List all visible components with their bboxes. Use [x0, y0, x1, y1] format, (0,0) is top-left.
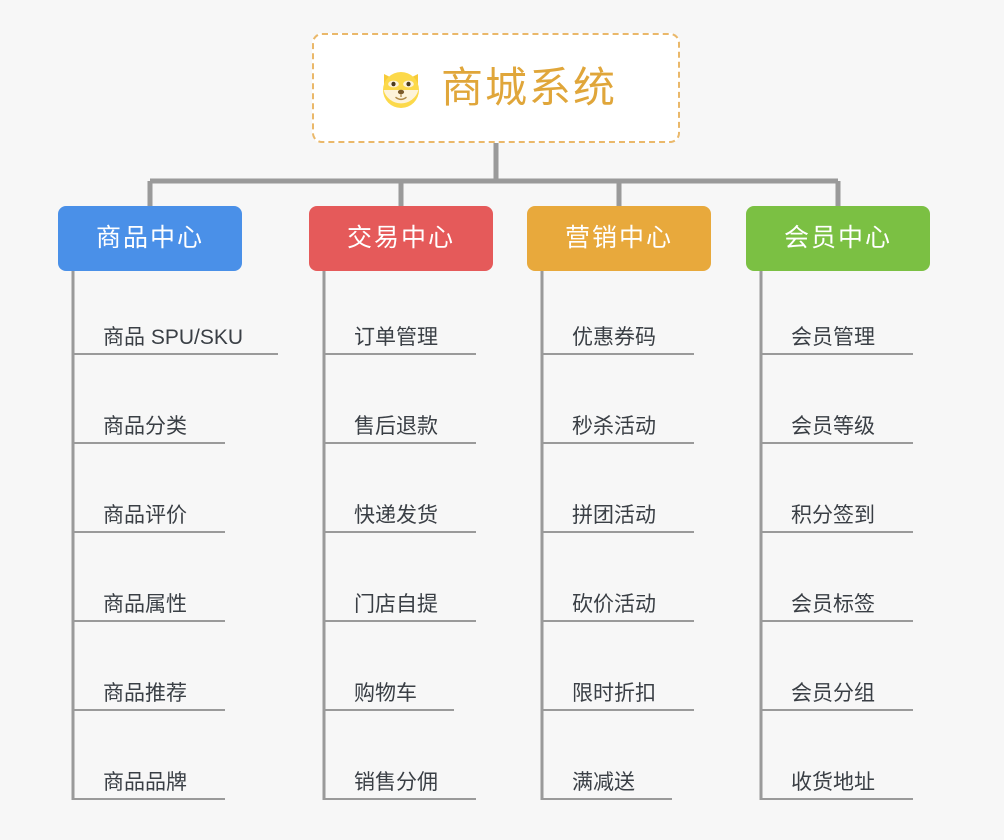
leaf-item-label: 满减送 [572, 771, 635, 794]
leaf-item-label: 砍价活动 [572, 593, 656, 616]
leaf-item[interactable]: 售后退款 [324, 404, 476, 444]
leaf-item[interactable]: 商品推荐 [73, 671, 225, 711]
root-node-shop-system[interactable]: 商城系统 [312, 33, 680, 143]
leaf-item-label: 会员标签 [791, 593, 875, 616]
leaf-item[interactable]: 商品品牌 [73, 760, 225, 800]
leaf-item[interactable]: 快递发货 [324, 493, 476, 533]
leaf-item-label: 秒杀活动 [572, 415, 656, 438]
leaf-item[interactable]: 商品 SPU/SKU [73, 315, 278, 355]
leaf-item[interactable]: 订单管理 [324, 315, 476, 355]
leaf-item[interactable]: 会员等级 [761, 404, 913, 444]
leaf-item[interactable]: 购物车 [324, 671, 454, 711]
leaf-item[interactable]: 拼团活动 [542, 493, 694, 533]
leaf-item[interactable]: 积分签到 [761, 493, 913, 533]
leaf-item-label: 门店自提 [354, 593, 438, 616]
leaf-item-label: 拼团活动 [572, 504, 656, 527]
leaf-item-label: 快递发货 [354, 504, 438, 527]
leaf-item-label: 积分签到 [791, 504, 875, 527]
leaf-item-label: 会员分组 [791, 682, 875, 705]
leaf-item-label: 会员管理 [791, 326, 875, 349]
leaf-item[interactable]: 满减送 [542, 760, 672, 800]
leaf-item-label: 商品推荐 [103, 682, 187, 705]
leaf-item[interactable]: 商品属性 [73, 582, 225, 622]
leaf-item-label: 售后退款 [354, 415, 438, 438]
leaf-item[interactable]: 会员管理 [761, 315, 913, 355]
root-title: 商城系统 [440, 64, 617, 111]
leaf-item-label: 销售分佣 [354, 771, 438, 794]
leaf-item-label: 商品评价 [103, 504, 187, 527]
leaf-item-label: 会员等级 [791, 415, 875, 438]
leaf-item[interactable]: 商品分类 [73, 404, 225, 444]
leaf-item-label: 订单管理 [354, 326, 438, 349]
dog-face-emoji-icon [375, 62, 427, 114]
leaf-item-label: 收货地址 [791, 771, 875, 794]
category-label: 营销中心 [564, 224, 673, 252]
category-node-4[interactable]: 会员中心 [746, 206, 930, 271]
category-node-1[interactable]: 商品中心 [58, 206, 242, 271]
leaf-item-label: 商品属性 [103, 593, 187, 616]
category-label: 会员中心 [783, 224, 892, 252]
category-node-2[interactable]: 交易中心 [309, 206, 493, 271]
leaf-item[interactable]: 限时折扣 [542, 671, 694, 711]
leaf-item-label: 商品分类 [103, 415, 187, 438]
leaf-item[interactable]: 门店自提 [324, 582, 476, 622]
leaf-item[interactable]: 商品评价 [73, 493, 225, 533]
leaf-item-label: 商品 SPU/SKU [103, 326, 244, 349]
leaf-item-label: 优惠券码 [572, 326, 656, 349]
leaf-item-label: 购物车 [354, 682, 417, 705]
leaf-item[interactable]: 收货地址 [761, 760, 913, 800]
leaf-item[interactable]: 优惠券码 [542, 315, 694, 355]
leaf-item[interactable]: 会员标签 [761, 582, 913, 622]
category-label: 交易中心 [346, 224, 455, 252]
leaf-item[interactable]: 会员分组 [761, 671, 913, 711]
leaf-item-label: 限时折扣 [572, 682, 656, 705]
leaf-item[interactable]: 砍价活动 [542, 582, 694, 622]
category-label: 商品中心 [95, 224, 204, 252]
leaf-item[interactable]: 销售分佣 [324, 760, 476, 800]
category-node-3[interactable]: 营销中心 [527, 206, 711, 271]
leaf-item[interactable]: 秒杀活动 [542, 404, 694, 444]
leaf-item-label: 商品品牌 [103, 771, 187, 794]
